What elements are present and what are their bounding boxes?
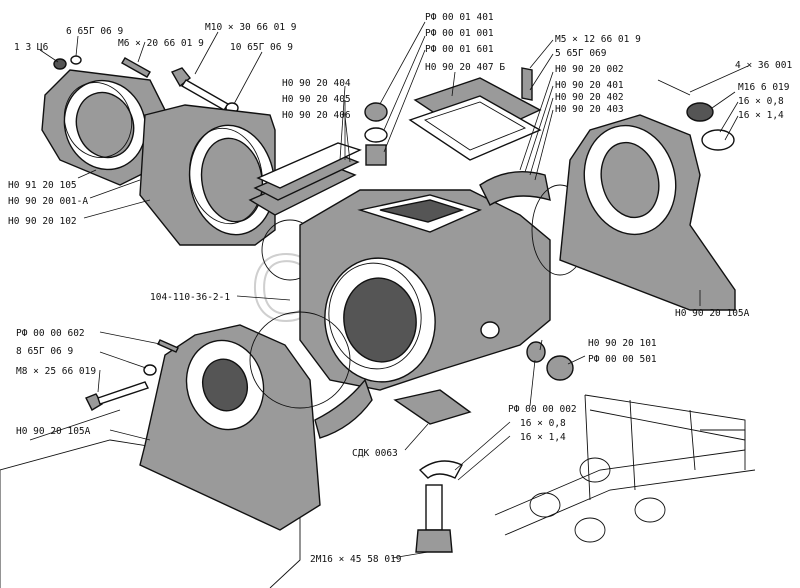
friction-arc-right xyxy=(479,170,589,276)
label-rf-00-01-601: РФ 00 01 601 xyxy=(425,44,494,55)
label-n-090-20-402: Н0 90 20 402 xyxy=(555,92,624,103)
breather-cap xyxy=(364,102,388,166)
label-n-090-20-105a-left: Н0 90 20 105А xyxy=(16,426,91,437)
label-104-110-36-2-1: 104-110-36-2-1 xyxy=(150,292,230,303)
filter-element xyxy=(393,389,472,425)
label-n-090-20-101: Н0 90 20 101 xyxy=(588,338,657,349)
frame-inset-illustration xyxy=(494,394,756,543)
spring-washer-8 xyxy=(143,364,157,376)
label-16-14-bottom: 16 × 1,4 xyxy=(520,432,566,443)
right-support-bracket xyxy=(559,114,736,311)
label-n-091-20-105: Н0 91 20 105 xyxy=(8,180,77,191)
label-m8-25-66-019: М8 × 25 66 019 xyxy=(16,366,96,377)
label-m6-20-66-019: М6 × 20 66 01 9 xyxy=(118,38,204,49)
friction-arc-lower xyxy=(314,378,373,439)
label-16-08-bottom: 16 × 0,8 xyxy=(520,418,566,429)
gearbox-housing xyxy=(299,189,551,391)
label-n-090-20-406: Н0 90 20 406 xyxy=(282,110,351,121)
label-rf-00-00-002: РФ 00 00 002 xyxy=(508,404,577,415)
washer-copper xyxy=(526,341,546,363)
label-m10-30-66-019: М10 × 30 66 01 9 xyxy=(205,22,297,33)
friction-pad-stack xyxy=(248,142,362,216)
castle-nut-m16 xyxy=(686,102,714,122)
label-6-65g-069: 6 65Г 06 9 xyxy=(66,26,123,37)
left-cover-plate xyxy=(41,69,166,186)
label-n-090-20-401: Н0 90 20 401 xyxy=(555,80,624,91)
leader-lines xyxy=(39,21,749,559)
label-rf-00-01-001: РФ 00 01 001 xyxy=(425,28,494,39)
bolt-m8 xyxy=(85,381,149,411)
bolt-m6 xyxy=(121,57,151,78)
label-10-65g-069: 10 65Г 06 9 xyxy=(230,42,293,53)
label-n-090-20-102: Н0 90 20 102 xyxy=(8,216,77,227)
label-n-090-20-405: Н0 90 20 405 xyxy=(282,94,351,105)
cotter-pin xyxy=(657,79,691,96)
dowel-pin xyxy=(157,339,179,353)
label-2m16-45-58-019: 2М16 × 45 58 019 xyxy=(310,554,402,565)
bolt-m5 xyxy=(521,67,533,101)
label-m16-6-019: М16 6 019 xyxy=(738,82,790,93)
label-16-08-top: 16 × 0,8 xyxy=(738,96,784,107)
label-5-65g-069: 5 65Г 069 xyxy=(555,48,607,59)
label-n-090-20-002: Н0 90 20 002 xyxy=(555,64,624,75)
top-cover-plate xyxy=(408,77,542,161)
left-support-bracket xyxy=(139,324,321,531)
drain-plug xyxy=(546,355,574,381)
label-8-65g-069: 8 65Г 06 9 xyxy=(16,346,73,357)
label-n-090-20-403: Н0 90 20 403 xyxy=(555,104,624,115)
label-16-14-top: 16 × 1,4 xyxy=(738,110,784,121)
spring-washer-small xyxy=(70,55,82,65)
label-n-090-20-001a: Н0 90 20 001-А xyxy=(8,196,88,207)
label-rf-00-00-501: РФ 00 00 501 xyxy=(588,354,657,365)
o-ring-large xyxy=(249,311,351,409)
label-rf-00-01-401: РФ 00 01 401 xyxy=(425,12,494,23)
bolt-2m16 xyxy=(415,484,453,553)
bearing-housing xyxy=(139,104,276,246)
label-sdk-0063: СДК 0063 xyxy=(352,448,398,459)
label-n-090-20-105a-right: Н0 90 20 105А xyxy=(675,308,750,319)
label-4-36-001: 4 × 36 001 xyxy=(735,60,792,71)
part-labels: 1 3 Ц6 6 65Г 06 9 М6 × 20 66 01 9 М10 × … xyxy=(8,12,792,565)
label-rf-00-00-602: РФ 00 00 602 xyxy=(16,328,85,339)
washer-pair-bottom xyxy=(418,460,463,479)
label-m5-12-66-019: М5 × 12 66 01 9 xyxy=(555,34,641,45)
label-n-090-20-404: Н0 90 20 404 xyxy=(282,78,351,89)
label-1-3-c6: 1 3 Ц6 xyxy=(14,42,49,53)
washer-pair-top xyxy=(701,129,735,151)
label-n-090-20-407b: Н0 90 20 407 Б xyxy=(425,62,505,73)
